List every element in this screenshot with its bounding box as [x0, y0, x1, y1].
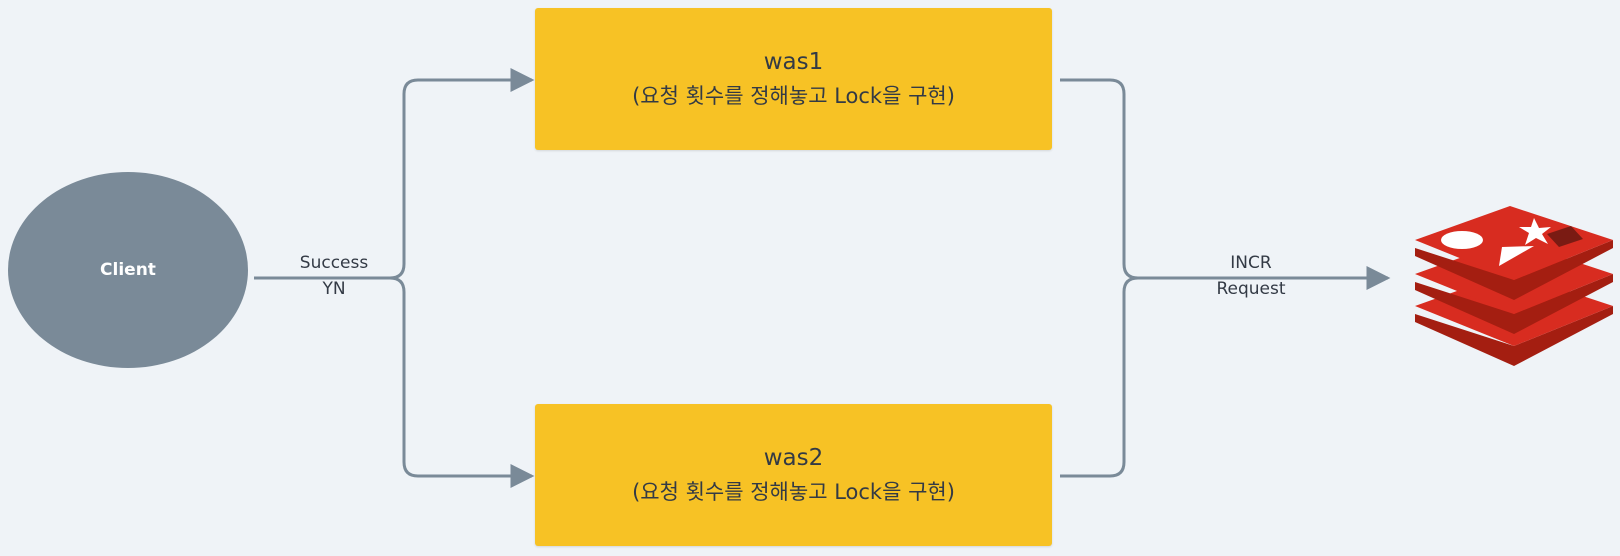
redis-edge-label-line2: Request	[1216, 279, 1286, 299]
client-edge-label-line1: Success	[299, 253, 369, 273]
client-node: Client	[8, 172, 248, 368]
was2-node: was2 (요청 횟수를 정해놓고 Lock을 구현)	[535, 404, 1052, 546]
connector-client-to-was2	[389, 276, 535, 488]
connector-client-to-was1	[254, 68, 535, 280]
was2-description: (요청 횟수를 정해놓고 Lock을 구현)	[632, 480, 955, 504]
was1-description: (요청 횟수를 정해놓고 Lock을 구현)	[632, 84, 955, 108]
was2-title: was2	[763, 445, 824, 471]
client-edge-label-line2: YN	[322, 279, 346, 299]
was1-title: was1	[763, 49, 824, 75]
connector-was2-to-redis	[1060, 276, 1139, 478]
redis-layer-top	[1415, 206, 1613, 300]
redis-logo-icon	[1415, 206, 1613, 366]
redis-edge-label: INCR Request	[1196, 250, 1306, 302]
client-label: Client	[100, 260, 156, 280]
connector-was1-to-redis	[1060, 78, 1391, 290]
redis-edge-label-line1: INCR	[1230, 253, 1272, 273]
client-edge-label: Success YN	[289, 250, 379, 302]
redis-top-shapes	[1441, 218, 1583, 266]
was1-node: was1 (요청 횟수를 정해놓고 Lock을 구현)	[535, 8, 1052, 150]
